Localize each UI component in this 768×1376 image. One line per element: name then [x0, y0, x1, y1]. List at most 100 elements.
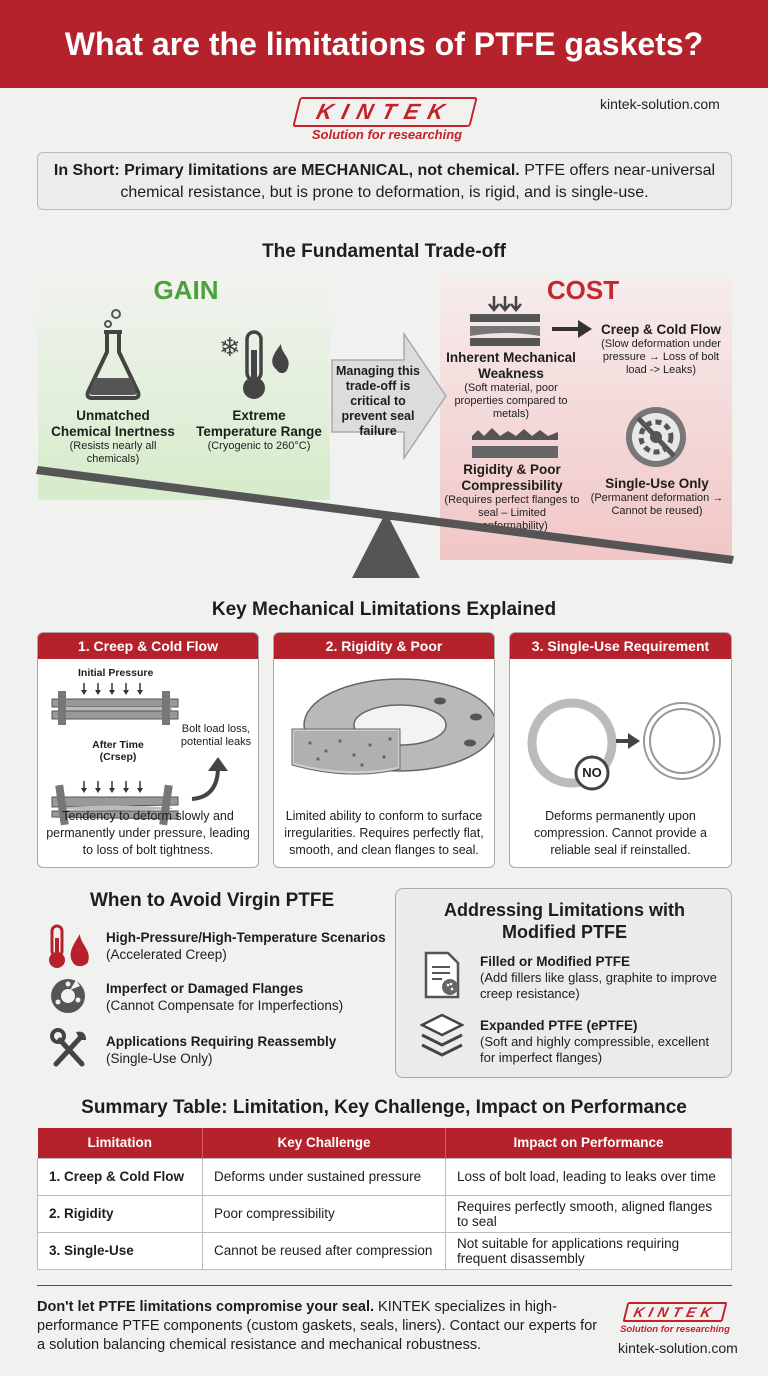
- rough-surface-icon: [472, 428, 558, 458]
- table-row: 2. Rigidity Poor compressibility Require…: [37, 1194, 732, 1233]
- avoid-heading: When to Avoid Virgin PTFE: [90, 890, 335, 911]
- gain-item-chemical: Unmatched Chemical Inertness (Resists ne…: [50, 408, 176, 466]
- card-title: 3. Single-Use Requirement: [510, 633, 731, 659]
- modified-ptfe-panel: Addressing Limitations with Modified PTF…: [395, 888, 732, 1078]
- card-title: 2. Rigidity & Poor Compressibility: [274, 633, 494, 680]
- heat-icon: [49, 924, 89, 968]
- no-reuse-icon: [626, 407, 686, 467]
- table-row: 3. Single-Use Cannot be reused after com…: [37, 1231, 732, 1270]
- table-cell: Poor compressibility: [202, 1194, 446, 1233]
- creep-diagram: [51, 683, 179, 826]
- arrow-icon: [552, 320, 592, 338]
- layers-icon: [420, 1013, 464, 1057]
- card-desc: Limited ability to conform to surface ir…: [284, 809, 484, 857]
- logo-tagline: Solution for researching: [311, 127, 463, 142]
- footer-divider: [37, 1285, 732, 1286]
- flange-icon: [291, 678, 494, 775]
- cost-item-creep: Creep & Cold Flow (Slow deformation unde…: [596, 322, 726, 377]
- table-cell: 3. Single-Use: [37, 1231, 203, 1270]
- table-cell: Loss of bolt load, leading to leaks over…: [445, 1157, 732, 1196]
- summary-lead: In Short: Primary limitations are MECHAN…: [53, 162, 520, 179]
- svg-text:❄: ❄: [219, 333, 241, 363]
- site-url[interactable]: kintek-solution.com: [600, 96, 720, 112]
- cost-item-rigidity: Rigidity & Poor Compressibility (Require…: [442, 462, 582, 533]
- kintek-logo: KINTEK: [292, 97, 478, 127]
- cost-item-title: Single-Use Only: [605, 476, 709, 491]
- modified-item-desc: (Soft and highly compressible, excellent…: [480, 1034, 710, 1065]
- after-time-label: After Time (Crsep): [92, 739, 144, 763]
- footer-lead: Don't let PTFE limitations compromise yo…: [37, 1299, 375, 1315]
- no-badge: NO: [582, 765, 602, 780]
- document-icon: [424, 951, 460, 999]
- modified-item-desc: (Add fillers like glass, graphite to imp…: [480, 970, 717, 1001]
- cost-item-single-use: Single-Use Only (Permanent deformation →…: [590, 476, 724, 518]
- modified-item-eptfe: Expanded PTFE (ePTFE) (Soft and highly c…: [480, 1017, 725, 1066]
- tradeoff-heading: The Fundamental Trade-off: [262, 241, 506, 262]
- cost-item-title: Inherent Mechanical Weakness: [446, 350, 576, 381]
- footer-body: KINTEK specializes in high-performance P…: [37, 1299, 598, 1353]
- table-header-impact: Impact on Performance: [445, 1128, 732, 1158]
- modified-item-filled: Filled or Modified PTFE (Add fillers lik…: [480, 953, 725, 1002]
- table-cell: Cannot be reused after compression: [202, 1231, 446, 1270]
- gain-label: GAIN: [153, 275, 219, 305]
- cost-item-title: Creep & Cold Flow: [600, 322, 721, 337]
- card-desc: Tendency to deform slowly and permanentl…: [46, 809, 250, 857]
- gain-item-desc: (Resists nearly all chemicals): [69, 440, 157, 465]
- summary-text: PTFE offers near-universal chemical resi…: [120, 162, 716, 201]
- table-cell: 1. Creep & Cold Flow: [37, 1157, 203, 1196]
- seesaw-balance: [36, 466, 734, 578]
- avoid-item-reassembly: Applications Requiring Reassembly (Singl…: [106, 1033, 396, 1067]
- curved-arrow-icon: [191, 757, 228, 801]
- modified-item-title: Expanded PTFE (ePTFE): [480, 1018, 638, 1033]
- table-cell: Requires perfectly smooth, aligned flang…: [445, 1194, 732, 1233]
- modified-item-title: Filled or Modified PTFE: [480, 954, 630, 969]
- footer-text: Don't let PTFE limitations compromise yo…: [37, 1298, 607, 1355]
- footer-site-url[interactable]: kintek-solution.com: [618, 1340, 738, 1356]
- card-desc: Deforms permanently upon compression. Ca…: [533, 809, 707, 857]
- gain-item-title: Extreme Temperature Range: [196, 408, 322, 439]
- footer-logo-tagline: Solution for researching: [620, 1324, 730, 1335]
- avoid-item-desc: (Accelerated Creep): [106, 947, 227, 962]
- tradeoff-arrow-text: Managing this trade-off is critical to p…: [335, 364, 421, 438]
- table-cell: Not suitable for applications requiring …: [445, 1231, 732, 1270]
- avoid-item-desc: (Single-Use Only): [106, 1051, 213, 1066]
- card-title: 1. Creep & Cold Flow: [38, 633, 258, 659]
- cost-item-title: Rigidity & Poor Compressibility: [461, 462, 563, 493]
- avoid-item-title: Imperfect or Damaged Flanges: [106, 981, 304, 996]
- modified-heading: Addressing Limitations with Modified PTF…: [443, 900, 685, 942]
- summary-table: Limitation Key Challenge Impact on Perfo…: [37, 1128, 732, 1270]
- page-title: What are the limitations of PTFE gaskets…: [0, 0, 768, 88]
- limitations-heading: Key Mechanical Limitations Explained: [211, 599, 557, 620]
- table-header-challenge: Key Challenge: [202, 1128, 446, 1158]
- table-cell: 2. Rigidity: [37, 1194, 203, 1233]
- limitation-card-rigidity: 2. Rigidity & Poor Compressibility Limit…: [273, 632, 495, 868]
- bolt-load-callout: Bolt load loss, potential leaks: [180, 723, 252, 748]
- compression-icon: [470, 296, 540, 346]
- avoid-item-title: High-Pressure/High-Temperature Scenarios: [106, 930, 386, 945]
- avoid-item-high-pressure: High-Pressure/High-Temperature Scenarios…: [106, 929, 396, 963]
- avoid-item-desc: (Cannot Compensate for Imperfections): [106, 998, 344, 1013]
- summary-box: In Short: Primary limitations are MECHAN…: [37, 152, 732, 210]
- table-header-limitation: Limitation: [37, 1128, 203, 1158]
- avoid-item-title: Applications Requiring Reassembly: [106, 1034, 337, 1049]
- cost-item-desc: (Requires perfect flanges to seal – Limi…: [444, 494, 580, 532]
- gain-item-desc: (Cryogenic to 260°C): [207, 440, 311, 452]
- gasket-rings-icon: [527, 698, 721, 791]
- flask-icon: [85, 309, 141, 400]
- table-cell: Deforms under sustained pressure: [202, 1157, 446, 1196]
- tradeoff-arrow: [331, 332, 447, 460]
- avoid-item-flanges: Imperfect or Damaged Flanges (Cannot Com…: [106, 980, 396, 1014]
- damaged-flange-icon: [51, 979, 85, 1013]
- gain-item-title: Unmatched Chemical Inertness: [51, 408, 175, 439]
- limitation-card-single-use: 3. Single-Use Requirement NO Deforms per…: [509, 632, 732, 868]
- thermometer-icon: ❄: [219, 330, 289, 399]
- tools-icon: [50, 1028, 86, 1067]
- limitation-card-creep: 1. Creep & Cold Flow Initial Pressure Af…: [37, 632, 259, 868]
- cost-item-desc: (Soft material, poor properties compared…: [454, 382, 568, 420]
- gain-panel: [38, 278, 330, 500]
- table-heading: Summary Table: Limitation, Key Challenge…: [81, 1097, 687, 1118]
- cost-panel: [440, 278, 732, 560]
- initial-pressure-label: Initial Pressure: [78, 667, 154, 679]
- cost-item-weakness: Inherent Mechanical Weakness (Soft mater…: [442, 350, 580, 421]
- gain-item-temperature: Extreme Temperature Range (Cryogenic to …: [192, 408, 326, 453]
